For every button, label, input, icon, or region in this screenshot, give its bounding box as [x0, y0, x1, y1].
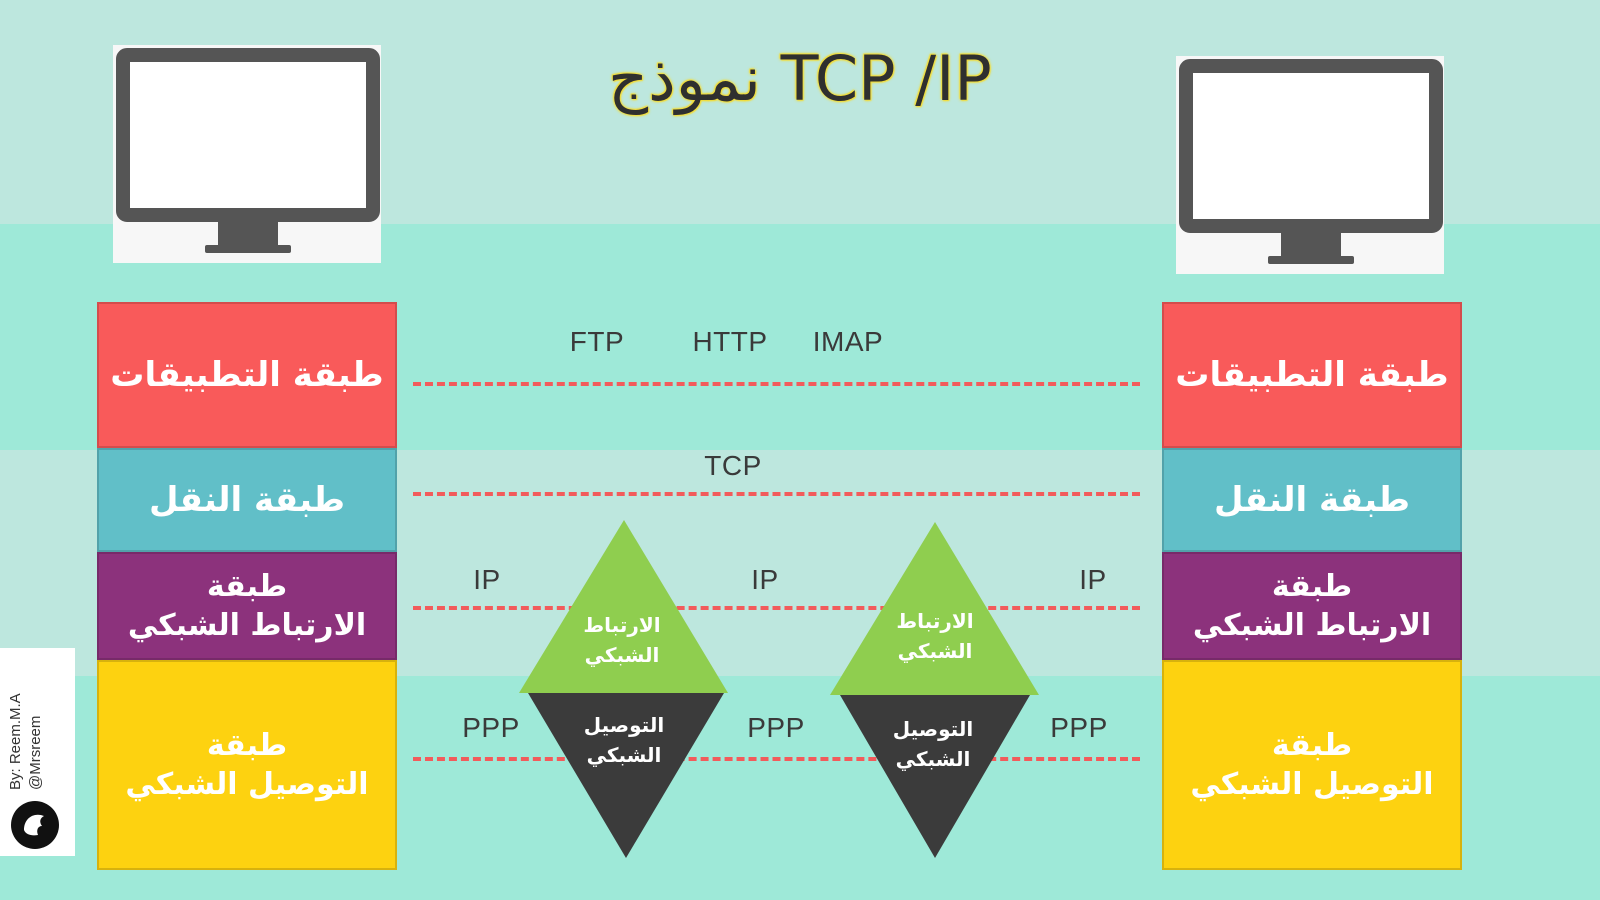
router-right-bottom-label: التوصيل الشبكي	[892, 717, 974, 771]
credit-handle: @Mrsreem	[27, 715, 45, 790]
router-bottom-triangle	[528, 693, 724, 858]
router-bottom-triangle	[840, 695, 1030, 858]
transport-layer: طبقة النقل	[97, 448, 397, 552]
monitor-icon	[1179, 59, 1443, 264]
diagram-title: نموذج TCP /IP	[608, 42, 992, 115]
internet-layer: طبقة الارتباط الشبكي	[97, 552, 397, 660]
link-layer: طبقة التوصيل الشبكي	[1162, 660, 1462, 870]
monitor-icon	[116, 48, 380, 253]
protocol-ip: IP	[751, 564, 779, 595]
application-layer: طبقة التطبيقات	[97, 302, 397, 448]
router-top-triangle	[519, 520, 728, 693]
router-left-top-label: الارتباط الشبكي	[583, 613, 661, 667]
protocol-ppp: PPP	[747, 712, 805, 743]
application-connection-line	[413, 382, 1140, 386]
internet-connection-line	[413, 606, 1140, 610]
left-layer-stack: طبقة التطبيقات طبقة النقل طبقة الارتباط …	[97, 302, 397, 870]
transport-connection-line	[413, 492, 1140, 496]
right-computer	[1176, 56, 1444, 274]
router-left	[519, 520, 728, 858]
router-right	[830, 522, 1039, 858]
protocol-ppp: PPP	[462, 712, 520, 743]
left-computer	[113, 45, 381, 263]
router-left-bottom-label: التوصيل الشبكي	[583, 713, 665, 767]
link-connection-line	[413, 757, 1140, 761]
protocol-ppp: PPP	[1050, 712, 1108, 743]
router-top-triangle	[830, 522, 1039, 695]
protocol-ftp: FTP	[569, 326, 625, 357]
right-layer-stack: طبقة التطبيقات طبقة النقل طبقة الارتباط …	[1162, 302, 1462, 870]
credit-author: By: Reem.M.A	[7, 693, 24, 790]
link-layer: طبقة التوصيل الشبكي	[97, 660, 397, 870]
protocol-ip: IP	[473, 564, 501, 595]
protocol-tcp: TCP	[704, 450, 762, 481]
protocol-http: HTTP	[692, 326, 768, 357]
router-right-top-label: الارتباط الشبكي	[896, 609, 974, 663]
credit-text: By: Reem.M.A @Mrsreem	[6, 660, 47, 790]
transport-layer: طبقة النقل	[1162, 448, 1462, 552]
protocol-ip: IP	[1079, 564, 1107, 595]
application-layer: طبقة التطبيقات	[1162, 302, 1462, 448]
internet-layer: طبقة الارتباط الشبكي	[1162, 552, 1462, 660]
protocol-imap: IMAP	[812, 326, 884, 357]
author-logo-icon	[11, 801, 59, 849]
